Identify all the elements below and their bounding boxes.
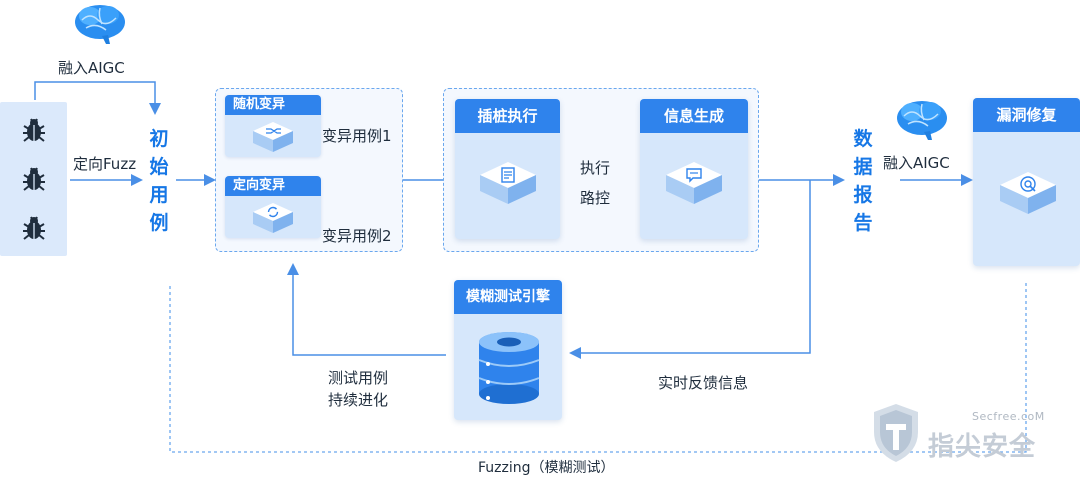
vuln-fix-card: 漏洞修复 [973,98,1080,266]
exec-path-line-2: 路控 [580,189,611,207]
mutation-case-2: 变异用例2 [322,227,392,245]
random-mutation-title: 随机变异 [225,95,321,115]
message-icon [666,162,722,204]
evolve-line-1: 测试用例 [328,369,389,387]
bug-icon [23,118,45,142]
exec-path-line-1: 执行 [580,159,611,177]
feedback-label: 实时反馈信息 [658,374,749,392]
directed-mutation-title: 定向变异 [225,176,321,196]
target-icon [1000,172,1056,214]
aigc-top-label: 融入AIGC [58,59,125,77]
brain-icon [897,101,947,140]
watermark-brand: 指尖安全 [928,432,1037,462]
shuffle-icon [253,122,293,152]
document-icon [480,162,536,204]
info-gen-card: 信息生成 [640,99,748,239]
brain-icon [75,5,125,44]
fuzzing-caption: Fuzzing（模糊测试） [478,460,615,476]
fuzz-label: 定向Fuzz [73,155,137,173]
instrument-exec-title: 插桩执行 [455,99,560,133]
aigc-right-label: 融入AIGC [883,154,950,172]
watermark-site: Secfree.coM [972,410,1045,423]
bug-panel [0,102,67,256]
fuzz-engine-title: 模糊测试引擎 [454,280,562,314]
vuln-fix-title: 漏洞修复 [973,98,1080,132]
mutation-case-1: 变异用例1 [322,127,392,145]
bug-icon [23,216,45,240]
refresh-icon [253,203,293,233]
info-gen-title: 信息生成 [640,99,748,133]
evolve-label: 测试用例 持续进化 [328,367,388,411]
evolve-line-2: 持续进化 [328,391,389,409]
data-report-label: 数据报告 [853,128,873,234]
bug-icon [23,167,45,191]
shield-logo-icon [874,404,918,462]
initial-cases-label: 初始用例 [149,128,169,234]
database-icon [478,332,540,404]
exec-path-label: 执行 路控 [580,157,610,209]
